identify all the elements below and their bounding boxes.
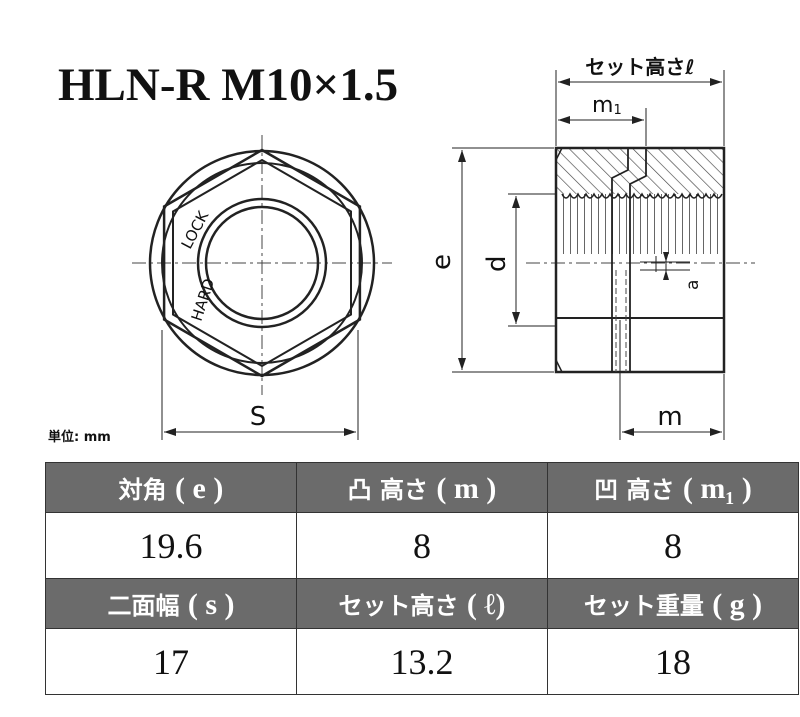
table-value-row: 17 13.2 18 — [45, 628, 799, 695]
table-value-row: 19.6 8 8 — [45, 512, 799, 579]
bore-inner-circle — [204, 205, 320, 321]
table-header-row: 対角 ( e ) 凸 高さ ( m ) 凹 高さ ( m₁ ) — [45, 462, 799, 513]
value-cell: 18 — [547, 628, 799, 695]
side-view: a セット高さℓ m1 e d m — [427, 55, 755, 440]
nut-outline — [554, 146, 726, 374]
hexagon-outline — [162, 148, 362, 378]
unit-label: 単位: mm — [48, 430, 111, 445]
dim-s-label: S — [250, 402, 267, 432]
value-cell: 19.6 — [45, 512, 297, 579]
dim-m-label: m — [657, 402, 682, 432]
dim-a-label: a — [683, 280, 703, 290]
value-cell: 8 — [296, 512, 548, 579]
value-cell: 13.2 — [296, 628, 548, 695]
header-cell: 凸 高さ ( m ) — [296, 462, 548, 513]
value-cell: 8 — [547, 512, 799, 579]
marking-hard: HARD — [188, 276, 219, 323]
header-cell: 凹 高さ ( m₁ ) — [547, 462, 799, 513]
spec-table: 対角 ( e ) 凸 高さ ( m ) 凹 高さ ( m₁ ) 19.6 8 8… — [45, 462, 799, 695]
product-title: HLN-R M10×1.5 — [58, 59, 399, 111]
bore-outer-circle — [196, 197, 328, 329]
dim-d-label: d — [482, 255, 512, 272]
header-cell: セット重量 ( g ) — [547, 578, 799, 629]
table-header-row: 二面幅 ( s ) セット高さ ( ℓ) セット重量 ( g ) — [45, 578, 799, 629]
header-cell: セット高さ ( ℓ) — [296, 578, 548, 629]
header-cell: 対角 ( e ) — [45, 462, 297, 513]
dim-e-label: e — [427, 254, 457, 270]
dim-m1-label: m1 — [592, 93, 622, 118]
front-view: HARD LOCK S — [132, 135, 392, 440]
chamfer-circle — [161, 162, 363, 364]
dim-set-height-label: セット高さℓ — [585, 55, 694, 79]
header-cell: 二面幅 ( s ) — [45, 578, 297, 629]
technical-drawing: HARD LOCK S a — [132, 55, 755, 440]
value-cell: 17 — [45, 628, 297, 695]
